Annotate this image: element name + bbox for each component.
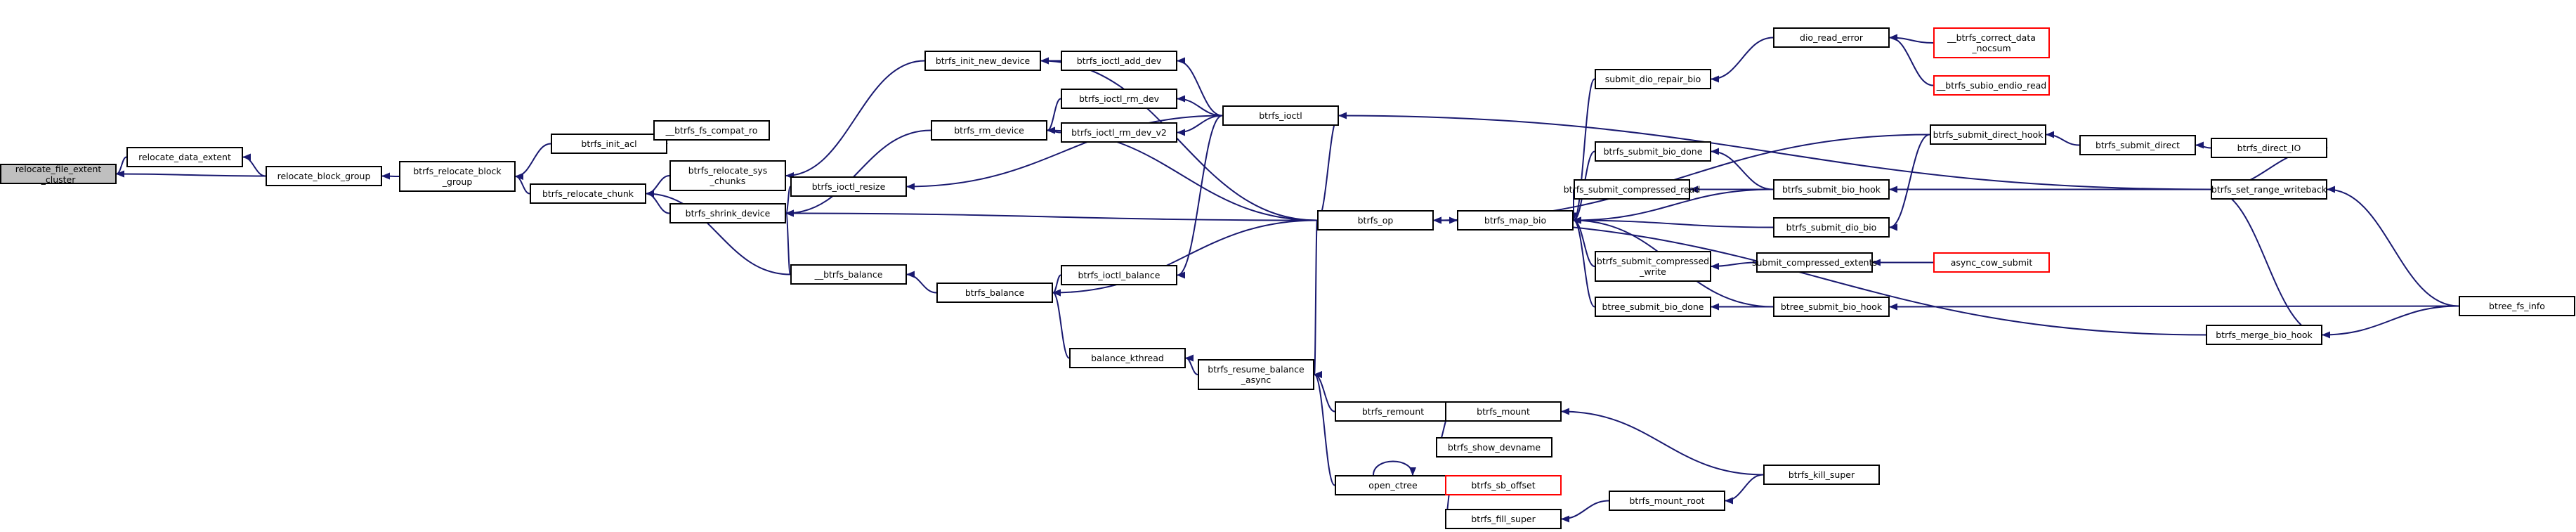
node-btrfs-submit-bio-done[interactable]: btrfs_submit_bio_done	[1595, 141, 1711, 162]
node-btrfs-shrink-device[interactable]: btrfs_shrink_device	[669, 203, 786, 223]
edge	[1711, 37, 1774, 83]
node-btrfs-ioctl-add-dev[interactable]: btrfs_ioctl_add_dev	[1061, 51, 1177, 71]
node-btrfs-ioctl[interactable]: btrfs_ioctl	[1222, 105, 1339, 126]
edge	[1725, 474, 1764, 505]
node-btrfs-resume-balance-async[interactable]: btrfs_resume_balance _async	[1198, 359, 1314, 390]
node-btrfs-correct-data-nocsum[interactable]: __btrfs_correct_data _nocsum	[1933, 27, 2050, 58]
edge	[1314, 219, 1323, 377]
node-btrfs-set-range-writeback[interactable]: btrfs_set_range_writeback	[2211, 179, 2327, 200]
edge	[1047, 98, 1061, 134]
edge-self-loop	[1373, 460, 1416, 476]
edge	[1177, 115, 1223, 279]
edge	[2046, 131, 2080, 146]
node-relocate-file-extent-cluster[interactable]: relocate_file_extent _cluster	[0, 164, 117, 185]
node-btrfs-fill-super[interactable]: btrfs_fill_super	[1445, 509, 1562, 529]
node-btree-fs-info[interactable]: btree_fs_info	[2459, 296, 2575, 316]
edge	[785, 129, 931, 217]
edge	[1052, 274, 1061, 297]
edge	[646, 175, 670, 197]
node-btree-submit-bio-hook[interactable]: btree_submit_bio_hook	[1773, 297, 1890, 317]
edge	[1889, 303, 2459, 311]
node-btrfs-show-devname[interactable]: btrfs_show_devname	[1436, 437, 1552, 458]
node-balance-kthread[interactable]: balance_kthread	[1069, 348, 1186, 368]
node-btrfs-rm-device[interactable]: btrfs_rm_device	[931, 120, 1047, 141]
node-relocate-block-group[interactable]: relocate_block_group	[266, 166, 382, 186]
edge	[2322, 305, 2459, 339]
node-btrfs-submit-direct[interactable]: btrfs_submit_direct	[2079, 135, 2196, 155]
edge	[906, 115, 1223, 190]
edge	[381, 172, 400, 180]
node-btrfs-relocate-chunk[interactable]: btrfs_relocate_chunk	[530, 183, 646, 204]
node-submit-compressed-extents[interactable]: submit_compressed_extents	[1752, 252, 1877, 273]
node-btrfs-init-new-device[interactable]: btrfs_init_new_device	[924, 51, 1041, 71]
node-btrfs-ioctl-resize[interactable]: btrfs_ioctl_resize	[790, 176, 907, 197]
node-btrfs-submit-dio-bio[interactable]: btrfs_submit_dio_bio	[1773, 217, 1890, 238]
node-open-ctree[interactable]: open_ctree	[1335, 475, 1451, 495]
node-btrfs-submit-compressed-write[interactable]: btrfs_submit_compressed _write	[1595, 251, 1711, 282]
node-btrfs-subio-endio-read[interactable]: __btrfs_subio_endio_read	[1933, 75, 2050, 96]
edge	[1561, 500, 1609, 523]
edge	[2210, 186, 2323, 336]
node-submit-dio-repair-bio[interactable]: submit_dio_repair_bio	[1595, 69, 1711, 89]
node-btrfs-submit-direct-hook[interactable]: btrfs_submit_direct_hook	[1930, 124, 2046, 145]
node-relocate-data-extent[interactable]: relocate_data_extent	[126, 147, 243, 167]
node-btrfs-ioctl-rm-dev[interactable]: btrfs_ioctl_rm_dev	[1061, 89, 1177, 109]
node-btrfs-balance-internal[interactable]: __btrfs_balance	[790, 264, 907, 285]
edge	[785, 209, 1318, 221]
node-btrfs-ioctl-rm-dev-v2[interactable]: btrfs_ioctl_rm_dev_v2	[1061, 122, 1177, 143]
edge	[1185, 354, 1198, 375]
node-btrfs-balance[interactable]: btrfs_balance	[936, 283, 1053, 303]
node-btrfs-direct-io[interactable]: btrfs_direct_IO	[2211, 138, 2327, 158]
edge	[646, 190, 791, 275]
edge	[1338, 112, 2211, 190]
edge	[1711, 148, 1774, 190]
node-btrfs-fs-compat-ro[interactable]: __btrfs_fs_compat_ro	[653, 120, 770, 141]
node-async-cow-submit[interactable]: async_cow_submit	[1933, 252, 2050, 273]
node-dio-read-error[interactable]: dio_read_error	[1773, 27, 1890, 48]
edge	[1573, 216, 1774, 228]
edge	[116, 170, 266, 178]
edge	[1316, 115, 1340, 224]
edge	[2195, 141, 2211, 149]
node-btrfs-sb-offset[interactable]: btrfs_sb_offset	[1445, 475, 1562, 495]
edge	[515, 173, 530, 195]
edge	[1052, 289, 1070, 359]
node-btrfs-mount[interactable]: btrfs_mount	[1445, 401, 1562, 422]
node-btree-submit-bio-done[interactable]: btree_submit_bio_done	[1595, 297, 1711, 317]
node-btrfs-ioctl-balance[interactable]: btrfs_ioctl_balance	[1061, 265, 1177, 285]
edge	[2327, 186, 2459, 307]
edge	[1573, 188, 1774, 224]
edge	[1889, 34, 1934, 86]
node-btrfs-remount[interactable]: btrfs_remount	[1335, 401, 1451, 422]
edge	[1314, 371, 1335, 486]
node-btrfs-map-bio[interactable]: btrfs_map_bio	[1457, 210, 1574, 231]
edge	[116, 156, 127, 178]
edge	[785, 60, 925, 179]
node-btrfs-merge-bio-hook[interactable]: btrfs_merge_bio_hook	[2206, 325, 2322, 345]
node-btrfs-kill-super[interactable]: btrfs_kill_super	[1763, 465, 1880, 485]
edge	[1711, 261, 1757, 270]
node-btrfs-op[interactable]: btrfs_op	[1317, 210, 1434, 231]
edge	[1561, 408, 1764, 476]
node-btrfs-submit-compressed-read[interactable]: btrfs_submit_compressed_read	[1564, 179, 1700, 200]
node-btrfs-submit-bio-hook[interactable]: btrfs_submit_bio_hook	[1773, 179, 1890, 200]
edge	[1052, 219, 1318, 297]
edge	[906, 271, 937, 294]
edge	[1889, 134, 1930, 231]
node-btrfs-mount-root[interactable]: btrfs_mount_root	[1609, 491, 1725, 511]
edge	[242, 153, 266, 177]
node-btrfs-init-acl[interactable]: btrfs_init_acl	[551, 134, 667, 154]
edge	[515, 143, 551, 180]
node-btrfs-relocate-sys-chunks[interactable]: btrfs_relocate_sys _chunks	[669, 160, 786, 191]
node-btrfs-relocate-block-group[interactable]: btrfs_relocate_block _group	[399, 161, 516, 192]
edge	[1177, 57, 1223, 117]
